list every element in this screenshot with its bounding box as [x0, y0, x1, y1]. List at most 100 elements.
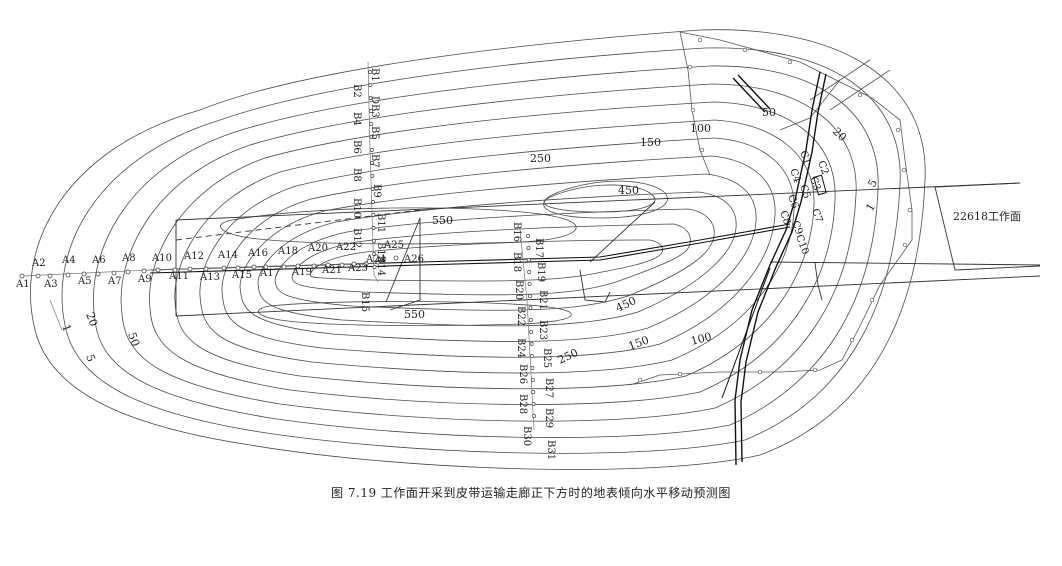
survey-point-a: [187, 266, 193, 272]
survey-label-b: B7: [369, 154, 380, 168]
survey-label-b: B15: [359, 292, 370, 312]
survey-point-b: [527, 270, 532, 274]
survey-label-a: A17: [259, 268, 280, 279]
survey-label-b: B13: [375, 242, 386, 262]
survey-label-b: B9: [371, 184, 382, 198]
survey-label-c: C5: [797, 183, 812, 200]
survey-point-a: [351, 261, 357, 267]
survey-point-b: [527, 282, 532, 286]
survey-label-c: C4: [787, 167, 802, 184]
haul-road: [721, 267, 771, 399]
contour-line: [258, 301, 572, 327]
survey-point-b: [368, 96, 373, 100]
boundary-point: [812, 367, 818, 373]
survey-point-a: [203, 266, 209, 272]
survey-label-c: C8: [777, 209, 792, 226]
survey-label-b: B1: [369, 68, 380, 82]
survey-label-a: A9: [137, 274, 152, 285]
survey-point-b: [368, 70, 372, 74]
boundary-point: [902, 242, 908, 248]
contour-line: [174, 119, 815, 390]
survey-point-b: [372, 265, 377, 269]
survey-label-a: A3: [43, 279, 58, 290]
boundary-lines: [629, 31, 913, 386]
survey-label-a: A11: [168, 271, 189, 282]
survey-label-b: B25: [541, 348, 552, 368]
survey-point-a: [325, 262, 331, 268]
survey-label-b: B19: [535, 262, 546, 282]
survey-point-a: [35, 273, 41, 279]
survey-label-a: A13: [199, 272, 220, 283]
survey-point-a: [375, 259, 381, 265]
working-panel: [175, 182, 1041, 317]
survey-label-a: A5: [77, 276, 92, 287]
section-line: [385, 217, 421, 311]
survey-point-a: [393, 255, 399, 261]
survey-label-b: B17: [533, 238, 544, 258]
survey-point-b: [370, 161, 375, 165]
survey-label-a: A26: [403, 254, 424, 265]
survey-point-b: [368, 109, 373, 113]
boundary-point: [697, 37, 703, 43]
survey-point-a: [339, 262, 345, 268]
survey-line-a: [21, 262, 381, 277]
survey-point-a: [311, 263, 317, 269]
contour-label: 150: [627, 333, 651, 352]
survey-label-c: C2: [815, 159, 830, 176]
survey-label-b: B30: [521, 426, 532, 446]
contour-line: [291, 223, 691, 296]
survey-point-a: [221, 265, 227, 271]
contour-label: 550: [432, 214, 453, 227]
boundary-point: [869, 297, 875, 303]
contour-line: [149, 101, 836, 405]
survey-point-b: [531, 390, 536, 394]
contour-line: [274, 208, 715, 311]
survey-label-b: B5: [369, 126, 380, 140]
boundary-point: [907, 207, 913, 213]
haul-road: [734, 71, 821, 466]
survey-point-a: [141, 268, 147, 274]
survey-label-a: A23: [347, 263, 368, 274]
survey-point-a: [125, 269, 131, 275]
survey-point-b: [369, 135, 374, 139]
survey-label-a: A18: [277, 246, 298, 257]
survey-point-b: [372, 252, 377, 256]
survey-point-b: [526, 258, 531, 262]
survey-label-b: B23: [537, 320, 548, 340]
survey-label-a: A24: [365, 254, 386, 265]
contour-label: 1: [59, 323, 74, 334]
survey-label-b: B24: [515, 338, 526, 358]
survey-point-b: [529, 342, 534, 346]
contour-label: 550: [404, 308, 425, 321]
survey-point-b: [369, 148, 374, 152]
boundary-point: [699, 147, 705, 153]
contour-label: 150: [640, 136, 661, 149]
survey-point-b: [371, 226, 376, 230]
contour-line: [543, 180, 668, 219]
building-block: [813, 174, 827, 196]
haul-road: [740, 73, 827, 463]
survey-point-b: [532, 414, 536, 418]
survey-point-b: [528, 306, 533, 310]
contour-line: [61, 47, 901, 454]
survey-label-b: B27: [543, 378, 554, 398]
survey-lines: [21, 61, 535, 431]
boundary-point: [849, 337, 855, 343]
contour-label: 20: [83, 311, 100, 329]
section-line: [579, 269, 611, 303]
contour-line: [220, 207, 577, 245]
panel-boundary: [934, 186, 956, 271]
survey-point-a: [47, 273, 53, 279]
survey-label-b: DB3: [369, 96, 380, 118]
survey-label-b: B18: [511, 252, 522, 272]
conveyor-corridor: [149, 71, 827, 466]
survey-label-b: B10: [351, 198, 362, 218]
survey-line-a-left: [49, 299, 63, 331]
survey-point-b: [526, 246, 531, 250]
survey-point-a: [235, 265, 241, 271]
contour-label: 50: [762, 106, 776, 119]
survey-label-c: C9: [789, 219, 804, 236]
contour-label: 1: [863, 201, 878, 214]
survey-boundary: [629, 119, 913, 386]
